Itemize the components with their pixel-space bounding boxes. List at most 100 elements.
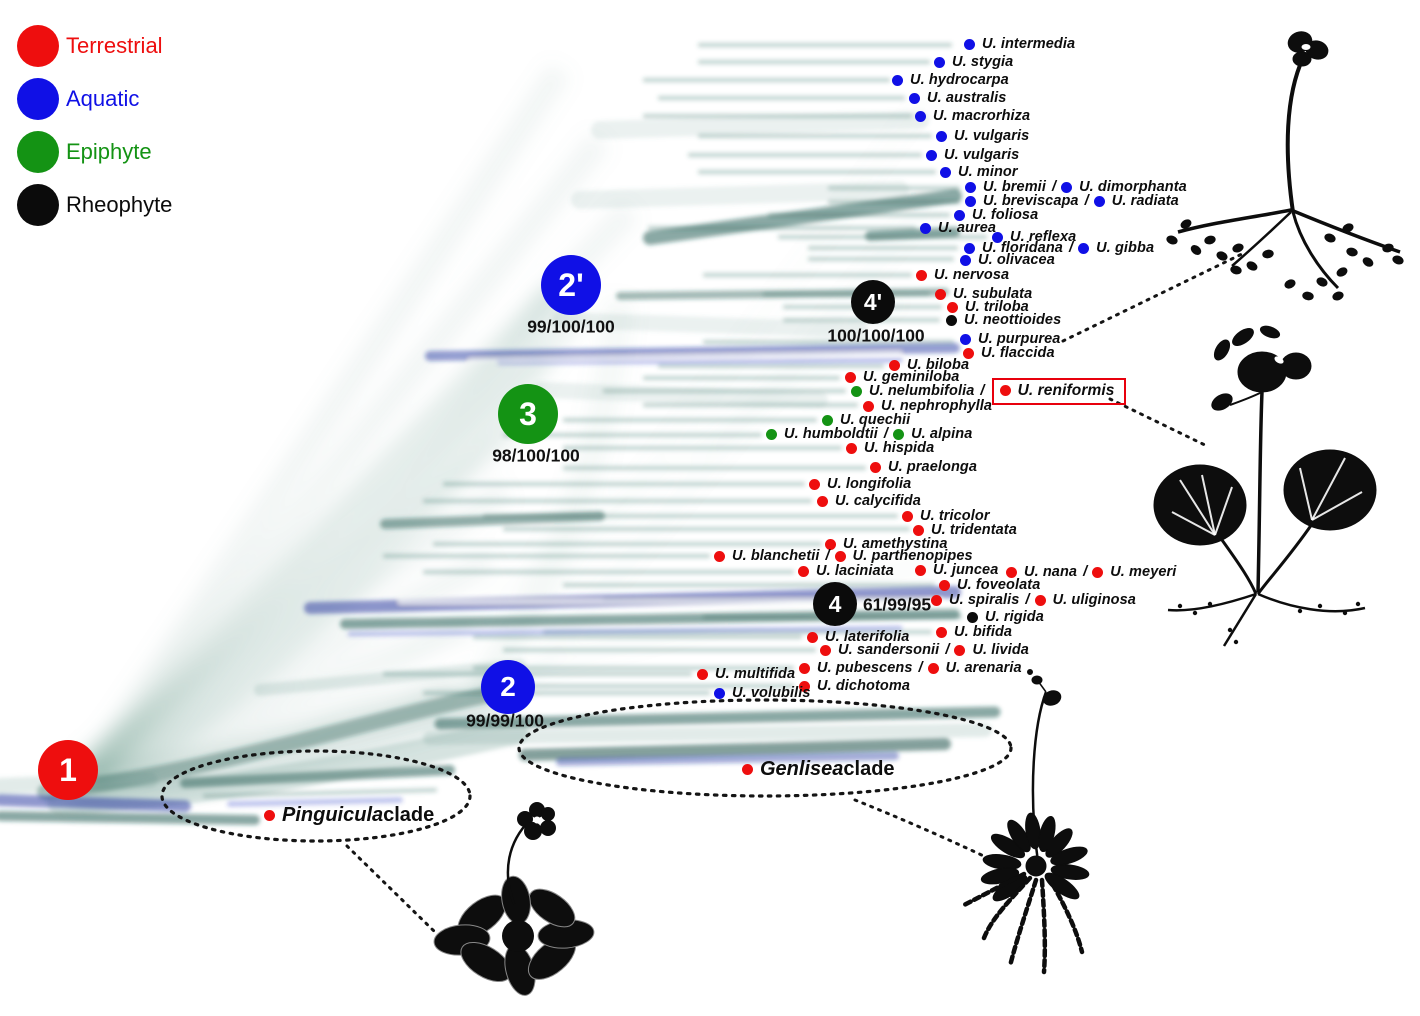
taxon-row: U. hydrocarpa [892,70,1009,90]
taxon-row: U. nana/U. meyeri [1006,562,1176,582]
taxon-row: U. purpurea [960,329,1060,349]
terrestrial-dot [799,662,810,674]
taxon-label: U. dimorphanta [1079,179,1187,195]
taxon-row: U. volubilis [714,683,811,703]
terrestrial-dot [863,400,874,412]
taxon-label: U. hydrocarpa [910,72,1009,88]
taxon-row: U. dichotoma [799,676,910,696]
taxon-label: U. subulata [953,286,1033,302]
taxon-label: U. nephrophylla [881,398,993,414]
taxon: U. rigida [967,609,1044,625]
taxon-label: U. uliginosa [1052,592,1136,608]
taxon-row: U. triloba [947,297,1029,317]
taxon: U. vulgaris [926,147,1019,163]
taxon-row: U. sandersonii/U. livida [820,640,1029,660]
pinguicula-clade-ellipse [160,749,472,843]
terrestrial-dot [963,347,974,359]
taxon: U. volubilis [714,685,811,701]
legend-label: Epiphyte [66,139,152,164]
taxon-label: U. radiata [1111,193,1179,209]
taxon-row: U. intermedia [964,34,1075,54]
taxon-row: U. juncea [915,560,998,580]
taxon-row: U. stygia [934,52,1013,72]
clade-1-marker: 1 [38,740,98,800]
taxon-row: U. praelonga [870,457,977,477]
taxon: U. subulata [935,286,1032,302]
legend-label: Rheophyte [66,192,173,217]
taxon: U. blanchetii [714,548,820,564]
taxon-separator: / [918,660,923,676]
taxon-label: U. calycifida [835,493,921,509]
terrestrial-dot [834,550,846,562]
legend-item: Terrestrial [17,25,172,67]
taxon: U. floridana [964,240,1063,256]
terrestrial-dot [807,631,818,643]
terrestrial-dot [1034,594,1046,606]
taxon: U. hydrocarpa [892,72,1009,88]
utricularia-reniformis-illustration [1153,325,1377,647]
taxon-separator: / [883,426,889,442]
aquatic-utricularia-illustration [1166,31,1404,301]
taxon: U. vulgaris [936,128,1029,144]
taxon-label: U. laterifolia [825,629,910,645]
taxon-row: U. aurea [920,218,996,238]
aquatic-dot [954,209,965,221]
terrestrial-dot [742,764,753,775]
epiphyte-dot [822,414,833,426]
taxon-label: U. spiralis [949,592,1020,608]
taxon: U. olivacea [960,252,1055,268]
taxon-row: U. laciniata [798,561,894,581]
taxon-label: U. floridana [982,240,1063,256]
terrestrial-dot [846,442,857,454]
epiphyte-dot [893,428,905,440]
clade-2-marker: 2 [481,660,535,714]
taxon: U. nervosa [916,267,1009,283]
taxon-label: U. vulgaris [954,128,1030,144]
taxon-separator: / [980,383,985,399]
taxon-label: U. amethystina [843,536,948,552]
taxon-row: U. macrorhiza [915,106,1030,126]
taxon-label: U. australis [927,90,1007,106]
taxon: U. calycifida [817,493,921,509]
taxon-row: U. rigida [967,607,1044,627]
taxon: U. quechii [822,412,910,428]
terrestrial-dot [845,371,856,383]
taxon-label: U. juncea [933,562,999,578]
pinguicula-illustration [433,802,595,996]
aquatic-dot [926,149,937,161]
taxon-label: U. volubilis [732,685,811,701]
clade-number: 4 [828,590,842,617]
legend-item: Rheophyte [17,184,172,226]
taxon: U. stygia [934,54,1013,70]
taxon-row: U. nephrophylla [863,396,992,416]
aquatic-dot [920,222,931,234]
taxon: U. bifida [936,624,1012,640]
clade-2'-support: 99/100/100 [527,316,615,337]
taxon-label: U. humboldtii [784,426,878,442]
taxon-row: U. foliosa [954,205,1038,225]
terrestrial-dot [820,644,831,656]
taxon-label: U. parthenopipes [852,548,973,564]
taxon-label: U. meyeri [1110,564,1177,580]
taxon: U. triloba [947,299,1029,315]
legend-label: Terrestrial [66,33,163,58]
taxon: U. laciniata [798,563,894,579]
taxon-row: U. australis [909,88,1006,108]
taxon-row: U. hispida [846,438,934,458]
legend-label: Aquatic [66,86,140,111]
taxon-label: U. tridentata [931,522,1017,538]
taxon-row: U. quechii [822,410,910,430]
clade-genus-name: Genlisea [760,758,844,780]
terrestrial-dot [927,662,939,674]
taxon-label: U. multifida [715,666,796,682]
taxon-label: U. purpurea [978,331,1061,347]
terrestrial-dot [889,359,900,371]
taxon: U. dimorphanta [1061,179,1187,195]
taxon: U. juncea [915,562,998,578]
taxon: U. aurea [920,220,996,236]
taxon-label: U. dichotoma [817,678,911,694]
taxon-row: U. multifida [697,664,795,684]
taxon-separator: / [1051,179,1057,195]
taxon-row: U. longifolia [809,474,911,494]
